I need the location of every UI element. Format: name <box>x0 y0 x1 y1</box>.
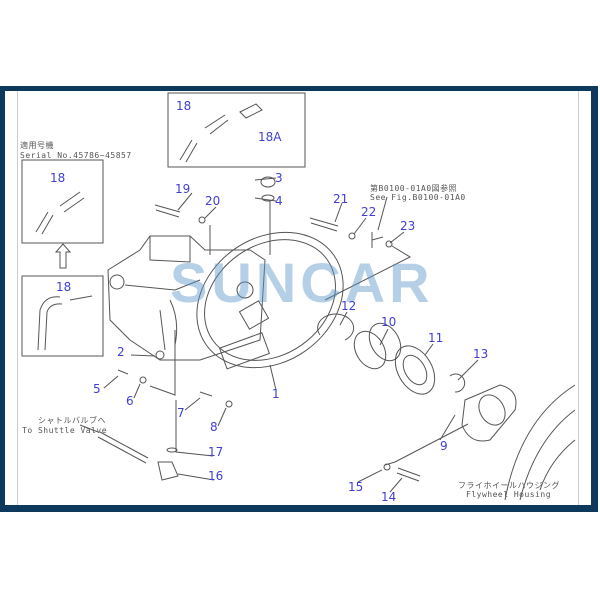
callout: 2 <box>117 345 125 359</box>
callout: 19 <box>175 182 191 196</box>
flywheel-note-jp: フライホイールハウジング <box>458 481 560 490</box>
coupling-parts <box>317 313 576 501</box>
serial-note-jp: 適用号機 <box>20 141 54 150</box>
callout: 16 <box>208 469 224 483</box>
see-fig-note: See Fig.B0100-01A0 <box>370 193 466 202</box>
callout: 18 <box>56 280 72 294</box>
see-fig-note-jp: 第B0100-01A0図参照 <box>370 184 458 193</box>
small-fasteners <box>97 176 421 482</box>
callout: 4 <box>275 194 283 208</box>
callout: 3 <box>275 171 283 185</box>
pump-housing <box>196 231 344 370</box>
inset-box-lower <box>21 275 104 357</box>
shuttle-note: To Shuttle Valve <box>22 426 108 435</box>
callout: 18 <box>50 171 66 185</box>
callout: 21 <box>333 192 349 206</box>
callout: 1 <box>272 387 280 401</box>
hose-fitting <box>35 103 263 351</box>
arrow-up-icon <box>54 243 72 269</box>
callout: 22 <box>361 205 377 219</box>
callout: 8 <box>210 420 218 434</box>
shuttle-note-jp: シャトルバルブへ <box>38 416 106 425</box>
callout: 10 <box>381 315 397 329</box>
flywheel-note: Flywheel Housing <box>466 490 552 499</box>
callout: 13 <box>473 347 489 361</box>
callout: 18A <box>258 130 282 144</box>
callout: 11 <box>428 331 444 345</box>
inner-border <box>17 91 579 505</box>
callout: 5 <box>93 382 101 396</box>
callout: 18 <box>176 99 192 113</box>
callout: 20 <box>205 194 221 208</box>
callout: 9 <box>440 439 448 453</box>
pump-body <box>107 235 266 361</box>
callout: 14 <box>381 490 397 504</box>
inset-box-top <box>167 92 306 168</box>
serial-note: Serial No.45786~45857 <box>20 151 132 160</box>
callout: 6 <box>126 394 134 408</box>
leader-lines <box>79 177 479 493</box>
callout: 15 <box>348 480 364 494</box>
inset-box-serial <box>21 159 104 244</box>
callout: 23 <box>400 219 416 233</box>
callout: 7 <box>177 406 185 420</box>
watermark: SUNCAR <box>170 251 434 314</box>
callout: 12 <box>341 299 357 313</box>
callout: 17 <box>208 445 224 459</box>
